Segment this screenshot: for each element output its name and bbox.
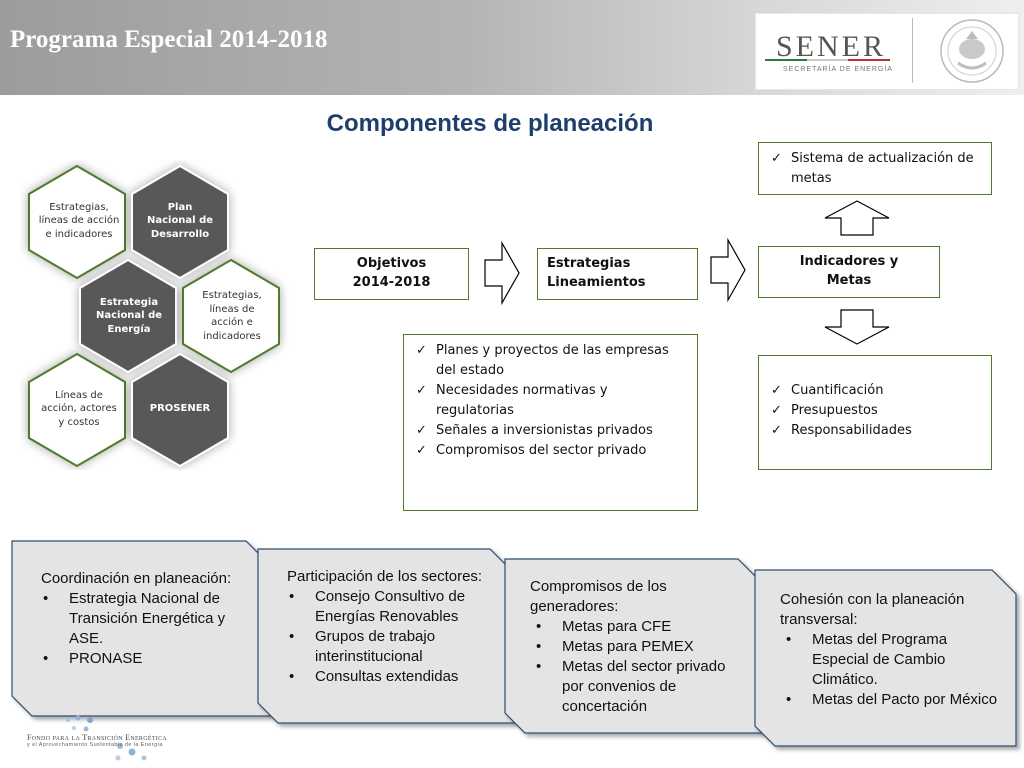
estrategias-label: Estrategias Lineamientos: [547, 256, 646, 290]
hex-top-right-shape: [131, 164, 229, 280]
coordinacion-text: Coordinación en planeación: Estrategia N…: [37, 569, 259, 669]
sener-logo: SENER: [776, 30, 887, 63]
cohesion-item: Metas del Pacto por México: [780, 690, 1002, 710]
compromisos-item: Metas para CFE: [530, 617, 748, 637]
footer-org-subtitle: y el Aprovechamiento Sustentable de la E…: [27, 742, 163, 748]
hex-bottom-left-label: Líneas de acción, actores y costos: [41, 389, 117, 428]
national-seal-icon: [940, 19, 1004, 83]
sener-logo-stripe: [765, 59, 890, 61]
checklist-item: Señales a inversionistas privados: [404, 421, 687, 441]
coordinacion-item: PRONASE: [37, 649, 259, 669]
hex-top-left-label: Estrategias, líneas de acción e indicado…: [38, 201, 120, 240]
arrow-up-icon: [824, 200, 890, 236]
arrow-down-icon: [824, 309, 890, 345]
checklist-item: Sistema de actualización de metas: [759, 149, 985, 189]
hex-middle-dark-shape: [79, 258, 177, 374]
participacion-item: Grupos de trabajo interinstitucional: [283, 627, 508, 667]
footer-org-name: Fondo para la Transición Energética: [27, 733, 168, 742]
arrow-right-icon: [710, 237, 746, 303]
fondo-logo-dots-icon: [66, 715, 147, 761]
participacion-text: Participación de los sectores: Consejo C…: [283, 567, 508, 687]
participacion-item: Consultas extendidas: [283, 667, 508, 687]
checklist-item: Presupuestos: [759, 401, 991, 421]
hexagon-cluster: [28, 164, 280, 468]
hex-top-right-label: Plan Nacional de Desarrollo: [146, 201, 214, 240]
hex-top-left-shape: [28, 164, 126, 280]
arrow-right-icon: [484, 240, 520, 306]
coordinacion-item: Estrategia Nacional de Transición Energé…: [37, 589, 259, 649]
slide-title: Componentes de planeación: [326, 110, 654, 137]
sistema-box: Sistema de actualización de metas: [758, 142, 992, 195]
compromisos-item: Metas del sector privado por convenios d…: [530, 657, 748, 717]
checklist-item: Responsabilidades: [759, 421, 991, 441]
estrategias-box: Estrategias Lineamientos: [537, 248, 698, 300]
checklist-item: Necesidades normativas y regulatorias: [404, 381, 687, 421]
hex-middle-light-shape: [182, 258, 280, 374]
coordinacion-heading: Coordinación en planeación:: [41, 570, 232, 587]
hex-middle-light-label: Estrategias, líneas de acción e indicado…: [202, 290, 262, 342]
compromisos-item: Metas para PEMEX: [530, 637, 748, 657]
compromisos-text: Compromisos de los generadores: Metas pa…: [530, 577, 748, 717]
participacion-heading: Participación de los sectores:: [287, 568, 483, 585]
cohesion-heading: Cohesión con la planeación transversal:: [780, 591, 965, 628]
hex-bottom-left-shape: [28, 352, 126, 468]
checklist-item: Compromisos del sector privado: [404, 441, 687, 461]
objetivos-label: Objetivos 2014-2018: [352, 256, 431, 290]
cuantificacion-box: Cuantificación Presupuestos Responsabili…: [758, 355, 992, 470]
hex-bottom-right-shape: [131, 352, 229, 468]
objetivos-box: Objetivos 2014-2018: [314, 248, 469, 300]
cohesion-item: Metas del Programa Especial de Cambio Cl…: [780, 630, 1002, 690]
hex-bottom-right-label: PROSENER: [149, 403, 211, 415]
compromisos-heading: Compromisos de los generadores:: [530, 578, 667, 615]
participacion-item: Consejo Consultivo de Energías Renovable…: [283, 587, 508, 627]
checklist-item: Cuantificación: [759, 381, 991, 401]
logo-divider: [912, 18, 913, 83]
sener-logo-subtitle: SECRETARÍA DE ENERGÍA: [783, 66, 893, 73]
checklist-item: Planes y proyectos de las empresas del e…: [404, 341, 687, 381]
indicadores-box: Indicadores y Metas: [758, 246, 940, 298]
cohesion-text: Cohesión con la planeación transversal: …: [780, 590, 1002, 710]
planes-box: Planes y proyectos de las empresas del e…: [403, 334, 698, 511]
hex-middle-dark-label: Estrategia Nacional de Energía: [95, 296, 163, 335]
indicadores-label: Indicadores y Metas: [799, 254, 899, 288]
header-title: Programa Especial 2014-2018: [10, 26, 328, 53]
